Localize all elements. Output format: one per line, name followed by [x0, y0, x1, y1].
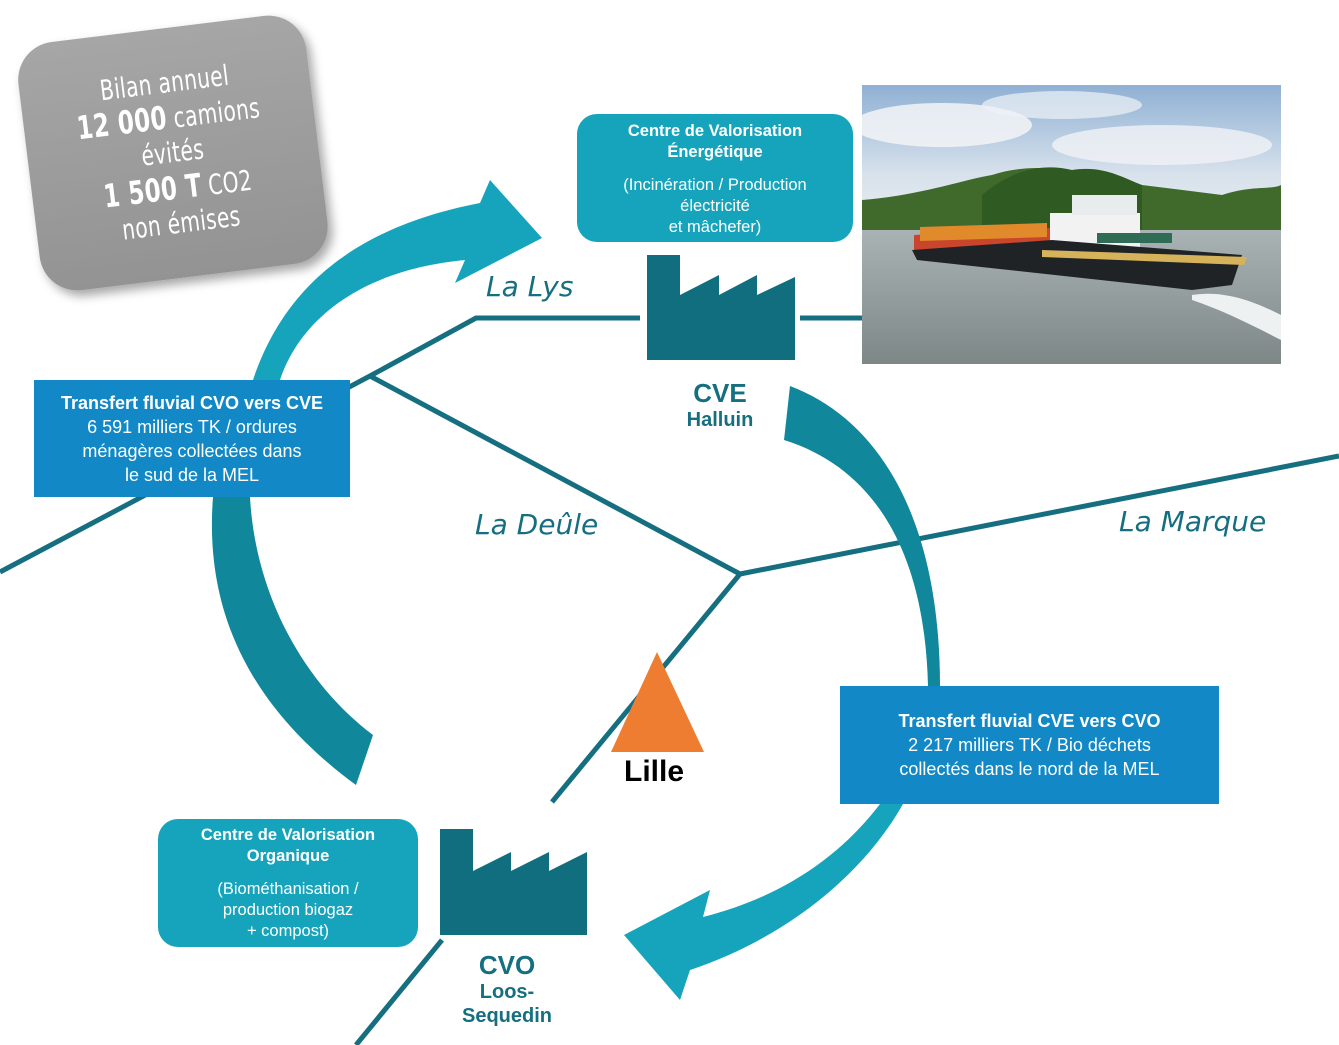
cve-center-title-1: Centre de Valorisation: [627, 122, 803, 140]
transfer-cvo-cve-line-2: ménagères collectées dans: [82, 440, 302, 461]
barge-photo: [862, 85, 1281, 364]
cvo-code: CVO: [478, 950, 536, 980]
arrow-cve-to-cvo-bottom: [624, 804, 903, 1000]
river-marque: [739, 453, 1339, 577]
annual-summary-card: Bilan annuel 12 000 camions évités 1 500…: [13, 11, 333, 295]
transfer-cve-cvo-title: Transfert fluvial CVE vers CVO: [898, 711, 1161, 731]
arrow-cvo-to-cve-top: [253, 180, 542, 380]
cve-center-box: Centre de Valorisation Énergétique (Inci…: [577, 114, 853, 242]
transfer-cvo-cve-line-1: 6 591 milliers TK / ordures: [87, 416, 297, 437]
river-label-marque: La Marque: [1119, 505, 1267, 538]
river-deule-north: [368, 373, 742, 577]
factory-icon: [647, 255, 795, 360]
trucks-label: camions: [171, 90, 263, 135]
barge-photo-illustration: [862, 85, 1281, 364]
transfer-cve-to-cvo-box: Transfert fluvial CVE vers CVO 2 217 mil…: [840, 686, 1219, 804]
transfer-cvo-to-cve-box: Transfert fluvial CVO vers CVE 6 591 mil…: [34, 380, 350, 497]
cvo-center-title-1: Centre de Valorisation: [200, 826, 376, 844]
river-deule-sw: [354, 938, 444, 1045]
transfer-cve-cvo-line-1: 2 217 milliers TK / Bio déchets: [908, 735, 1151, 755]
river-label-deule: La Deûle: [475, 508, 599, 541]
cvo-desc-line-1: (Biométhanisation /: [217, 880, 359, 898]
cvo-desc-line-3: + compost): [246, 922, 330, 940]
transfer-cve-cvo-line-2: collectés dans le nord de la MEL: [899, 759, 1160, 779]
transfer-cvo-cve-line-3: le sud de la MEL: [124, 464, 260, 485]
cve-center-title-2: Énergétique: [667, 143, 763, 161]
arrow-cve-to-cvo-tail: [784, 386, 940, 686]
cvo-site-label: CVO Loos- Sequedin: [445, 950, 569, 1028]
cve-center-desc: (Incinération / Production électricité e…: [577, 175, 853, 238]
cve-site-label: CVE Halluin: [660, 378, 780, 432]
cvo-center-desc: (Biométhanisation / production biogaz + …: [158, 879, 418, 942]
cvo-center-box: Centre de Valorisation Organique (Biomét…: [158, 819, 418, 947]
cvo-desc-line-2: production biogaz: [222, 901, 354, 919]
cve-desc-line-1: (Incinération / Production: [623, 176, 807, 194]
cvo-town-2: Sequedin: [461, 1005, 552, 1027]
cve-code: CVE: [693, 378, 747, 408]
triangle-marker-icon: [611, 652, 704, 752]
city-label-lille: Lille: [624, 755, 685, 788]
factory-icon: [440, 829, 587, 935]
cve-town: Halluin: [686, 409, 754, 431]
cve-desc-line-3: et mâchefer): [668, 218, 762, 236]
cvo-center-title-2: Organique: [246, 847, 330, 865]
river-label-lys: La Lys: [486, 270, 574, 303]
cvo-town-1: Loos-: [479, 981, 535, 1003]
transfer-cvo-cve-title: Transfert fluvial CVO vers CVE: [60, 392, 324, 413]
arrow-cvo-to-cve-tail: [211, 497, 373, 785]
cve-desc-line-2: électricité: [680, 197, 750, 215]
co2-label: CO2: [205, 163, 254, 202]
